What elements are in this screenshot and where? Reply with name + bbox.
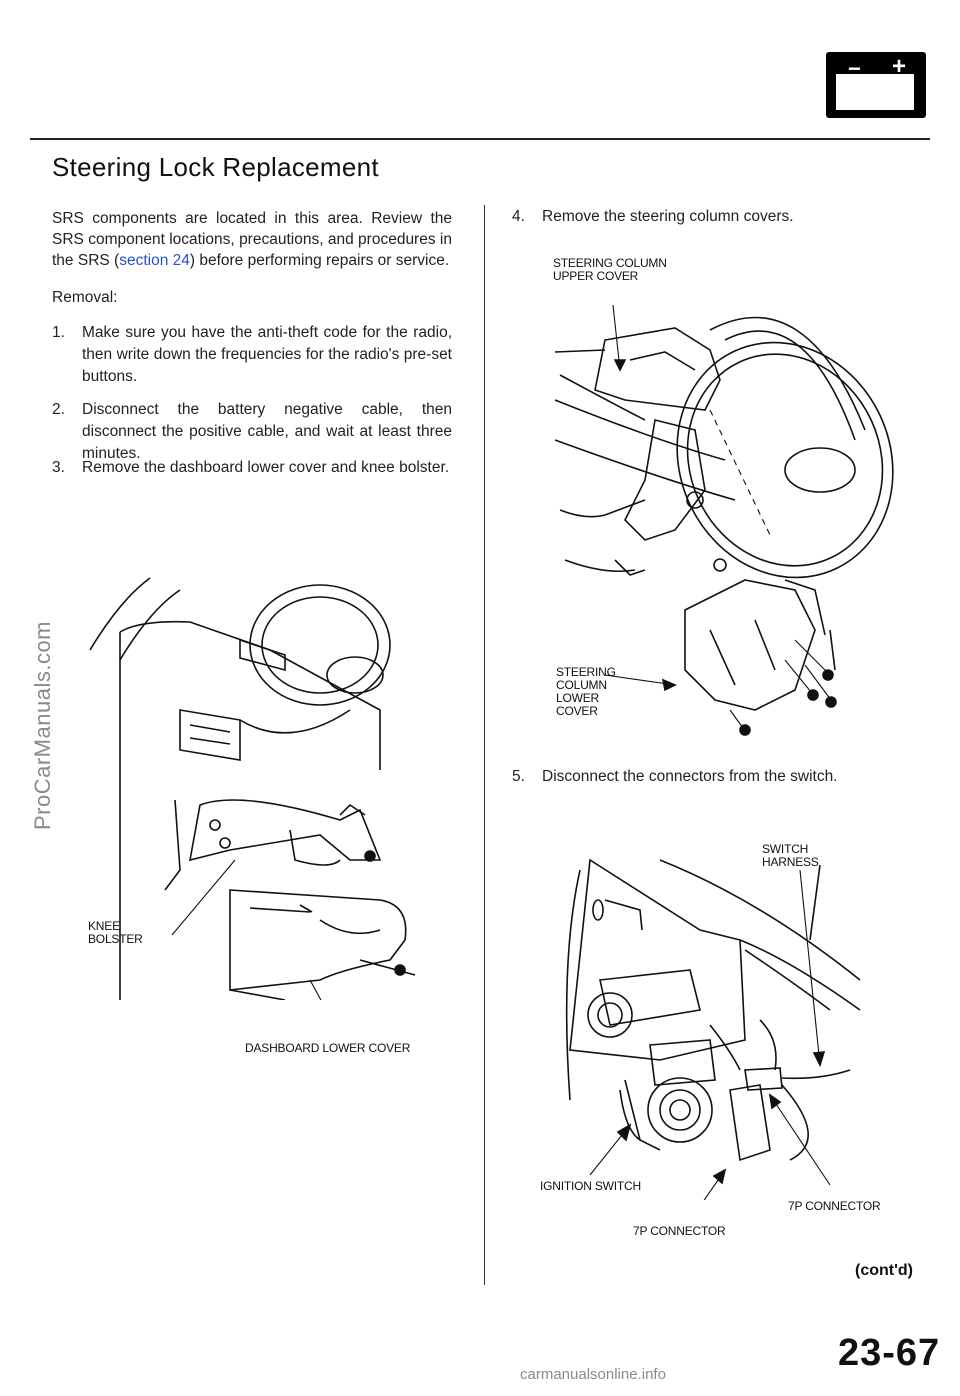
side-watermark: ProCarManuals.com xyxy=(30,620,55,830)
step-text: Disconnect the battery negative cable, t… xyxy=(82,401,452,462)
step-2: 2. Disconnect the battery negative cable… xyxy=(52,399,452,462)
removal-heading: Removal: xyxy=(52,289,118,306)
lower-cover-label: STEERING COLUMN LOWER COVER xyxy=(556,665,616,718)
header-rule xyxy=(30,138,930,140)
steering-column-covers-illustration xyxy=(554,304,894,736)
step-number: 3. xyxy=(52,459,65,476)
srs-warning-text-end: ) before performing repairs or service. xyxy=(189,252,450,269)
continued-note: (cont'd) xyxy=(855,1262,914,1279)
battery-plus-sign: + xyxy=(892,53,907,80)
dashboard-lower-cover-label: DASHBOARD LOWER COVER xyxy=(245,1041,411,1055)
page-title: Steering Lock Replacement xyxy=(52,152,379,182)
step-text: Remove the steering column covers. xyxy=(542,208,794,225)
dashboard-lower-cover-illustration xyxy=(89,577,416,1000)
footer-watermark: carmanualsonline.info xyxy=(520,1366,666,1383)
step-text: Disconnect the connectors from the switc… xyxy=(542,768,838,785)
page-number: 23-67 xyxy=(838,1332,941,1374)
section-24-link[interactable]: section 24 xyxy=(119,252,190,269)
connector-label-left: 7P CONNECTOR xyxy=(633,1224,726,1238)
step-number: 5. xyxy=(512,768,525,785)
upper-cover-label: STEERING COLUMN UPPER COVER xyxy=(553,256,667,283)
knee-bolster-label: KNEE BOLSTER xyxy=(88,919,143,946)
step-4: 4. Remove the steering column covers. xyxy=(512,206,922,228)
step-text: Remove the dashboard lower cover and kne… xyxy=(82,459,450,476)
ignition-switch-illustration xyxy=(565,858,861,1200)
step-5: 5. Disconnect the connectors from the sw… xyxy=(512,766,922,788)
step-number: 2. xyxy=(52,401,65,418)
step-3: 3. Remove the dashboard lower cover and … xyxy=(52,457,452,479)
step-1: 1. Make sure you have the anti-theft cod… xyxy=(52,322,452,388)
srs-warning-text: SRS components are located in this area.… xyxy=(52,210,452,269)
column-divider xyxy=(484,205,485,1285)
battery-icon: − + xyxy=(826,52,926,118)
connector-label-right: 7P CONNECTOR xyxy=(788,1199,881,1213)
step-text: Make sure you have the anti-theft code f… xyxy=(82,324,452,385)
step-number: 4. xyxy=(512,208,525,225)
step-number: 1. xyxy=(52,324,65,341)
ignition-switch-label: IGNITION SWITCH xyxy=(540,1179,641,1193)
switch-harness-label: SWITCH HARNESS xyxy=(762,842,819,869)
srs-warning: SRS components are located in this area.… xyxy=(52,208,452,271)
